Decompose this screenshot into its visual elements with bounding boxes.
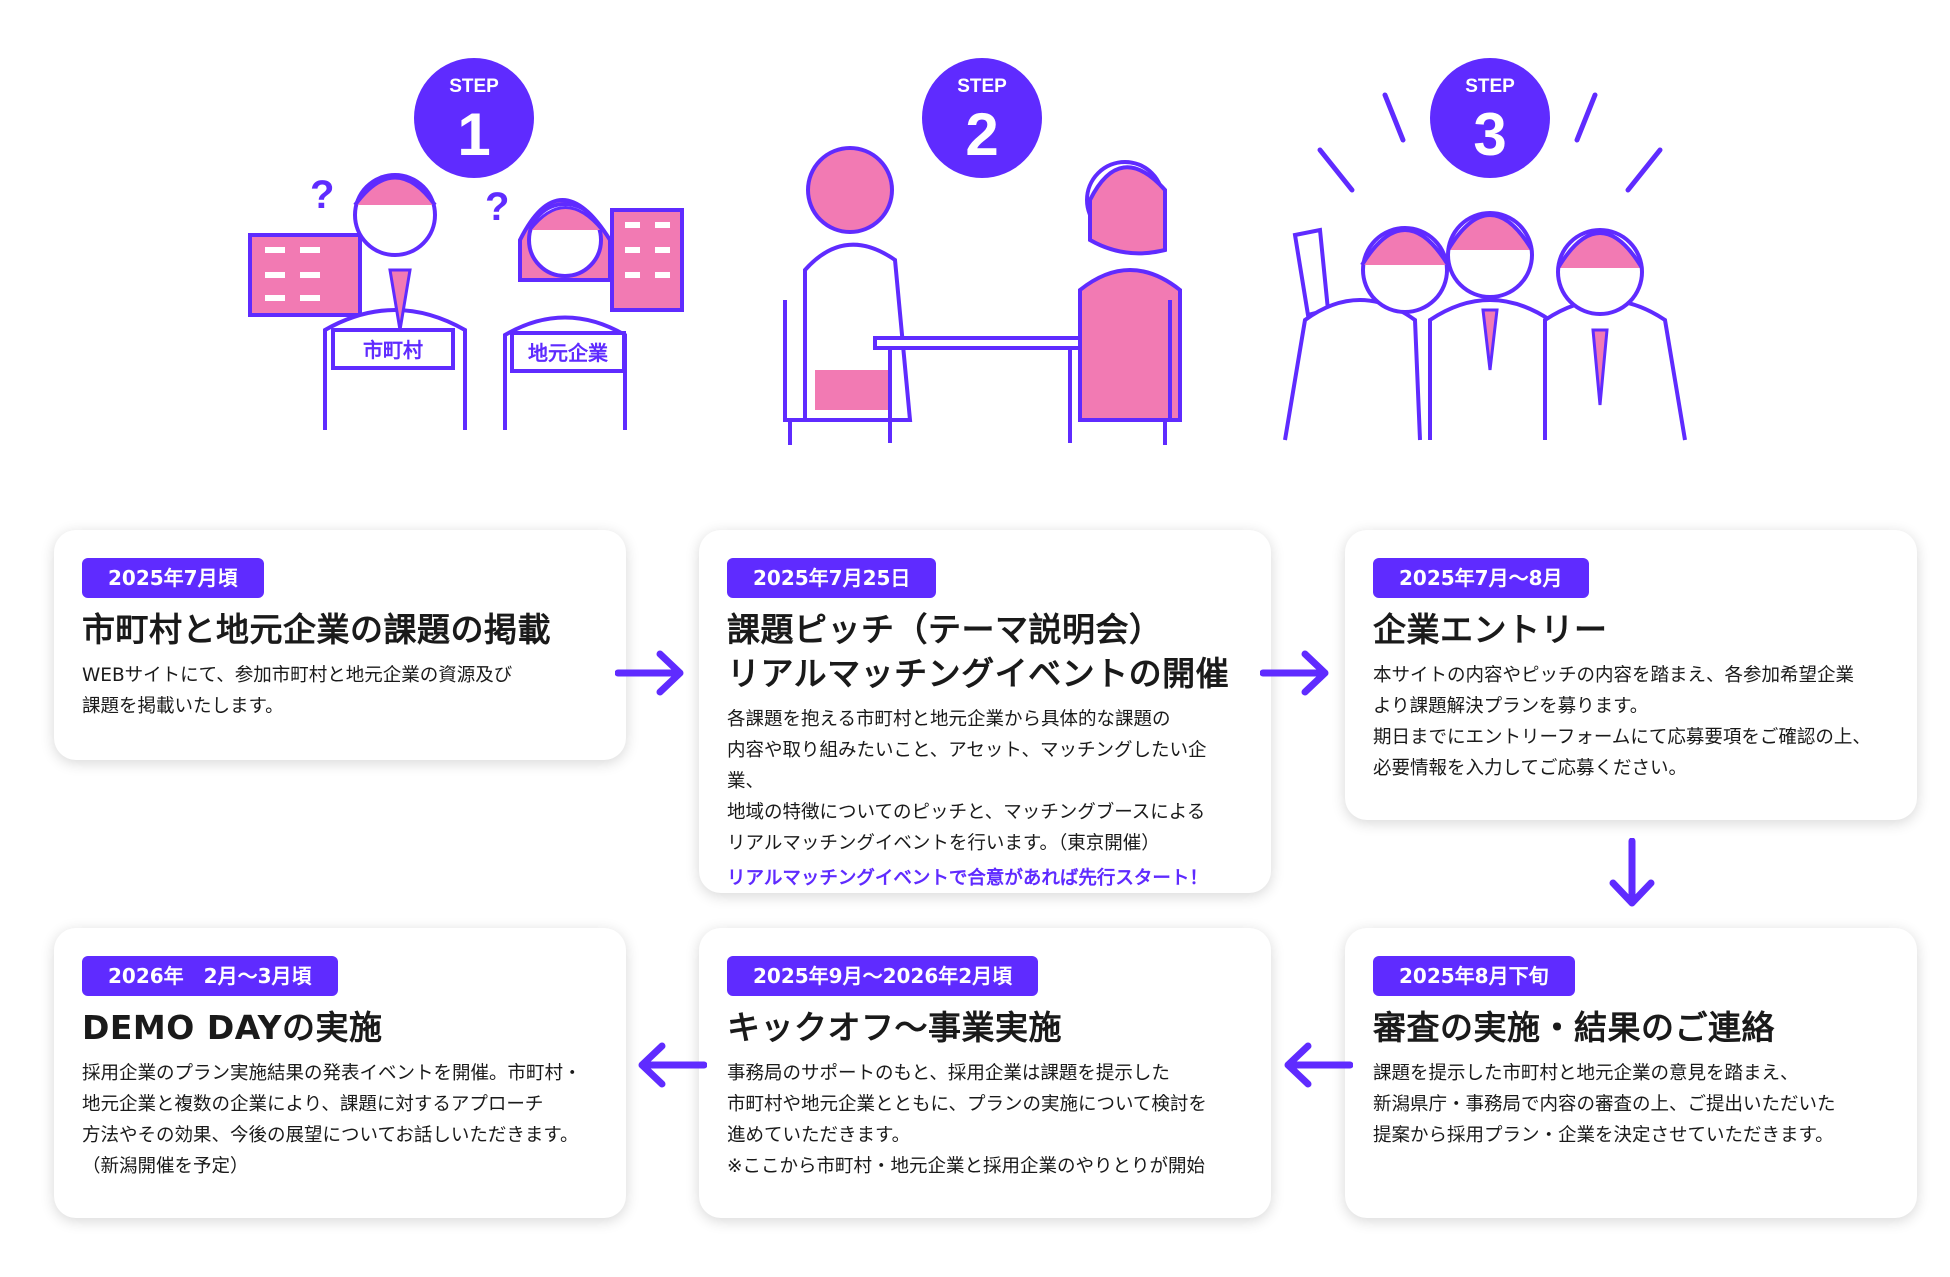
step-1-label: STEP	[449, 76, 499, 97]
step-3-label: STEP	[1465, 76, 1515, 97]
step-1-number: 1	[457, 101, 490, 168]
arrow-down-icon	[1609, 838, 1655, 907]
step-1-illustration: STEP 1 市町村 ? 地元企業 ?	[248, 58, 684, 430]
arrow-left-icon	[638, 1042, 707, 1088]
card-description: 事務局のサポートのもと、採用企業は課題を提示した 市町村や地元企業とともに、プラ…	[727, 1063, 1207, 1177]
step-2-illustration: STEP 2	[783, 58, 1182, 445]
tag-municipality: 市町村	[363, 338, 423, 362]
arrow-left-icon	[1284, 1042, 1353, 1088]
arrow-right-icon	[1260, 650, 1329, 696]
step-card-3: 2025年7月〜8月 企業エントリー 本サイトの内容やピッチの内容を踏まえ、各参…	[1345, 530, 1917, 820]
card-description: 課題を提示した市町村と地元企業の意見を踏まえ、 新潟県庁・事務局で内容の審査の上…	[1373, 1063, 1836, 1146]
card-highlight-note: リアルマッチングイベントで合意があれば先行スタート！	[727, 868, 1208, 889]
date-badge: 2025年8月下旬	[1373, 956, 1575, 996]
card-title: DEMO DAYの実施	[82, 1008, 383, 1047]
card-description: 採用企業のプラン実施結果の発表イベントを開催。市町村・ 地元企業と複数の企業によ…	[82, 1063, 582, 1177]
steps-illustration: STEP 1 市町村 ? 地元企業 ? STEP 2	[248, 58, 1687, 445]
step-3-illustration: STEP 3	[1283, 58, 1687, 441]
question-icon: ?	[310, 173, 334, 217]
card-title: 企業エントリー	[1373, 610, 1608, 649]
step-card-6: 2026年 2月〜3月頃 DEMO DAYの実施 採用企業のプラン実施結果の発表…	[54, 928, 626, 1218]
date-badge: 2026年 2月〜3月頃	[82, 956, 338, 996]
arrow-right-icon	[615, 650, 684, 696]
card-description: WEBサイトにて、参加市町村と地元企業の資源及び 課題を掲載いたします。	[82, 665, 513, 717]
card-title: 審査の実施・結果のご連絡	[1373, 1008, 1775, 1047]
step-2-badge	[922, 58, 1042, 178]
tag-local-company: 地元企業	[528, 341, 609, 365]
card-description: 本サイトの内容やピッチの内容を踏まえ、各参加希望企業 より課題解決プランを募りま…	[1373, 665, 1871, 779]
step-1-badge	[414, 58, 534, 178]
card-title: 市町村と地元企業の課題の掲載	[82, 610, 551, 649]
step-card-4: 2025年8月下旬 審査の実施・結果のご連絡 課題を提示した市町村と地元企業の意…	[1345, 928, 1917, 1218]
date-badge: 2025年7月〜8月	[1373, 558, 1589, 598]
date-badge: 2025年7月25日	[727, 558, 937, 598]
step-2-number: 2	[965, 101, 998, 168]
card-title: 課題ピッチ（テーマ説明会） リアルマッチングイベントの開催	[727, 610, 1230, 693]
step-card-5: 2025年9月〜2026年2月頃 キックオフ〜事業実施 事務局のサポートのもと、…	[699, 928, 1271, 1218]
step-card-2: 2025年7月25日 課題ピッチ（テーマ説明会） リアルマッチングイベントの開催…	[699, 530, 1271, 893]
card-description: 各課題を抱える市町村と地元企業から具体的な課題の 内容や取り組みたいこと、アセッ…	[727, 709, 1207, 854]
date-badge: 2025年7月頃	[82, 558, 264, 598]
step-card-1: 2025年7月頃 市町村と地元企業の課題の掲載 WEBサイトにて、参加市町村と地…	[54, 530, 626, 760]
card-title: キックオフ〜事業実施	[727, 1008, 1062, 1047]
step-2-label: STEP	[957, 76, 1007, 97]
step-3-badge	[1430, 58, 1550, 178]
step-3-number: 3	[1473, 101, 1506, 168]
date-badge: 2025年9月〜2026年2月頃	[727, 956, 1039, 996]
question-icon: ?	[485, 185, 509, 229]
